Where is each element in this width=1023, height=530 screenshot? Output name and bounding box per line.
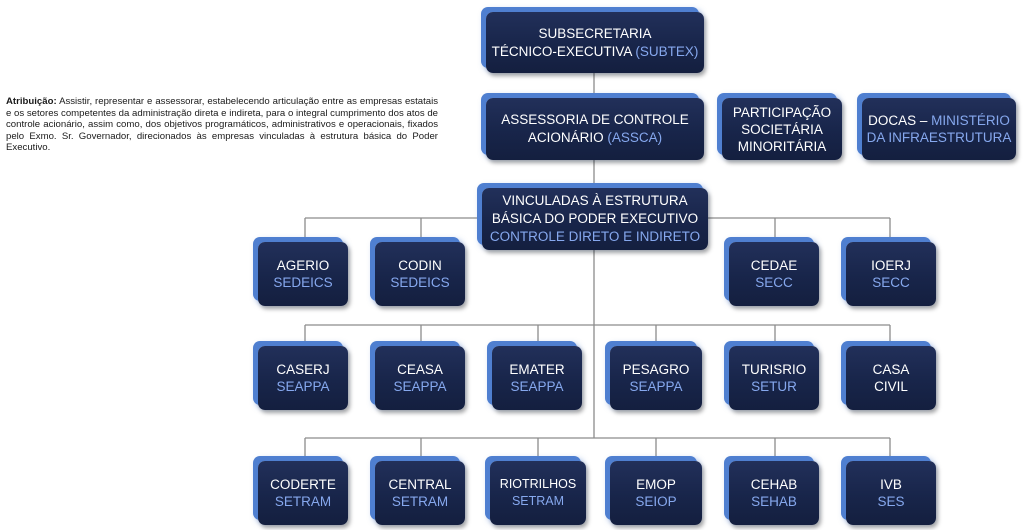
node-name: CENTRAL (388, 477, 452, 492)
node-participacao-line3: MINORITÁRIA (737, 138, 827, 154)
node-cedae: CEDAE SECC (729, 242, 819, 306)
node-ioerj: IOERJ SECC (846, 242, 936, 306)
node-secretariat: SETUR (751, 379, 797, 394)
node-emop: EMOP SEIOP (610, 461, 702, 525)
node-pesagro: PESAGRO SEAPPA (610, 346, 702, 410)
node-assca-abbr: (ASSCA) (607, 130, 663, 145)
node-name: RIOTRILHOS (499, 477, 577, 491)
node-secretariat: SEAPPA (276, 379, 330, 394)
node-secretariat: SETRAM (274, 494, 332, 509)
node-emater: EMATER SEAPPA (492, 346, 582, 410)
node-secretariat: SES (877, 494, 905, 509)
node-docas-name: DOCAS – (868, 113, 928, 128)
node-name: TURISRIO (741, 362, 807, 377)
node-assca-line2: ACIONÁRIO (527, 130, 604, 145)
node-ivb: IVB SES (846, 461, 936, 525)
node-subtex-abbr: (SUBTEX) (635, 43, 699, 59)
node-central: CENTRAL SETRAM (375, 461, 465, 525)
node-assca: ASSESSORIA DE CONTROLE ACIONÁRIO (ASSCA) (486, 98, 704, 160)
node-vinculadas-line3: CONTROLE DIRETO E INDIRETO (489, 229, 701, 244)
node-participacao-line1: PARTICIPAÇÃO (732, 104, 832, 120)
node-secretariat: SEAPPA (393, 379, 447, 394)
node-secretariat: SECC (755, 275, 793, 290)
node-name: AGERIO (276, 258, 330, 273)
node-name: EMATER (509, 362, 565, 377)
node-cehab: CEHAB SEHAB (729, 461, 819, 525)
attribution-label: Atribuição: (6, 96, 57, 107)
node-secretariat: SEDEICS (390, 275, 450, 290)
node-name: EMOP (636, 477, 676, 492)
node-secretariat: SETRAM (391, 494, 449, 509)
node-codin: CODIN SEDEICS (375, 242, 465, 306)
node-secretariat: SEAPPA (510, 379, 564, 394)
node-subtex-line1: SUBSECRETARIA (538, 25, 652, 41)
node-secretariat: CIVIL (874, 379, 908, 394)
node-name: CODIN (398, 258, 442, 273)
node-casa-civil: CASA CIVIL (846, 346, 936, 410)
node-participacao: PARTICIPAÇÃO SOCIETÁRIA MINORITÁRIA (722, 98, 842, 160)
node-caserj: CASERJ SEAPPA (258, 346, 348, 410)
node-docas-h1: MINISTÉRIO (931, 113, 1010, 128)
node-vinculadas-line1: VINCULADAS À ESTRUTURA (502, 193, 688, 208)
node-subtex: SUBSECRETARIA TÉCNICO-EXECUTIVA (SUBTEX) (486, 12, 704, 73)
node-name: IOERJ (871, 258, 911, 273)
node-name: CODERTE (270, 477, 336, 492)
attribution-text: Atribuição: Assistir, representar e asse… (6, 96, 438, 154)
node-name: CEASA (397, 362, 443, 377)
node-secretariat: SECC (872, 275, 910, 290)
node-name: CASERJ (276, 362, 330, 377)
node-turisrio: TURISRIO SETUR (729, 346, 819, 410)
attribution-body: Assistir, representar e assessorar, esta… (6, 96, 439, 153)
node-secretariat: SETRAM (511, 494, 565, 508)
node-secretariat: SEAPPA (629, 379, 683, 394)
node-riotrilhos: RIOTRILHOS SETRAM (490, 461, 586, 525)
node-secretariat: SEHAB (751, 494, 797, 509)
node-name: CASA (872, 362, 910, 377)
node-participacao-line2: SOCIETÁRIA (741, 121, 823, 137)
node-subtex-line2: TÉCNICO-EXECUTIVA (491, 43, 632, 59)
node-name: CEHAB (750, 477, 798, 492)
node-ceasa: CEASA SEAPPA (375, 346, 465, 410)
node-coderte: CODERTE SETRAM (258, 461, 348, 525)
node-docas: DOCAS – MINISTÉRIO DA INFRAESTRUTURA (862, 98, 1016, 160)
node-assca-line1: ASSESSORIA DE CONTROLE (501, 112, 689, 127)
node-agerio: AGERIO SEDEICS (258, 242, 348, 306)
node-secretariat: SEDEICS (273, 275, 333, 290)
node-name: CEDAE (750, 258, 798, 273)
node-vinculadas-line2: BÁSICA DO PODER EXECUTIVO (491, 211, 699, 226)
node-name: IVB (880, 477, 902, 492)
node-name: PESAGRO (622, 362, 690, 377)
node-docas-h2: DA INFRAESTRUTURA (866, 130, 1012, 145)
node-vinculadas: VINCULADAS À ESTRUTURA BÁSICA DO PODER E… (482, 188, 708, 250)
node-secretariat: SEIOP (635, 494, 677, 509)
